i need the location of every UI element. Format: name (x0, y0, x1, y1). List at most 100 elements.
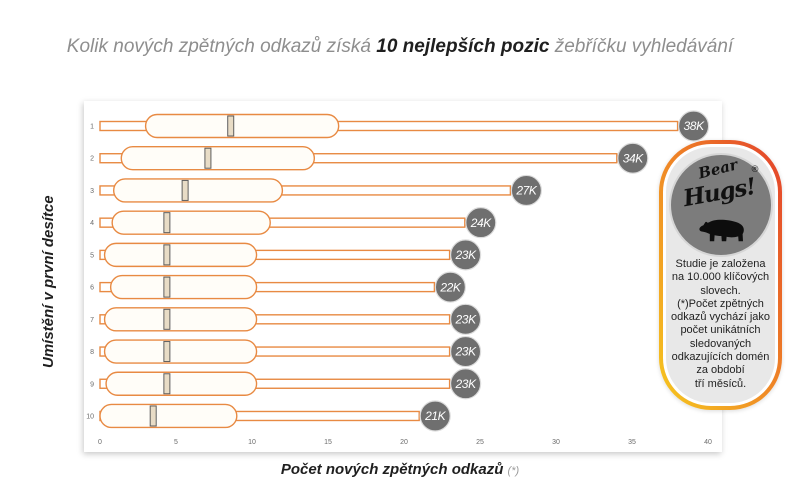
x-tick-label: 10 (248, 439, 256, 446)
y-tick-label: 5 (90, 252, 94, 259)
rank-9-row: 9 23K (90, 368, 482, 400)
study-note-text: Studie je založena na 10.000 klíčových s… (671, 258, 770, 391)
rank-2-value-badge (617, 142, 649, 174)
rank-5-median-marker (163, 244, 171, 266)
rank-7-bar (99, 314, 451, 325)
rank-4-bar (99, 217, 466, 228)
title-text-end: žebříčku vyhledávání (554, 36, 734, 57)
rank-5-bar (99, 249, 451, 261)
rank-2-median-marker (204, 147, 212, 169)
rank-7-range-pill (103, 307, 258, 332)
title-emphasis: 10 nejlepších pozic (376, 36, 550, 57)
note-line: Studie je založena (675, 258, 766, 270)
rank-8-range-pill (103, 339, 258, 364)
rank-10-value-label: 21K (424, 409, 447, 423)
rank-5-value-label: 23K (455, 248, 478, 262)
rank-6-value-badge (434, 271, 466, 303)
logo-text-hugs: Hugs! (680, 172, 757, 213)
y-tick-label: 6 (90, 285, 94, 292)
note-line: tří měsíců. (694, 377, 747, 390)
y-tick-label: 7 (90, 317, 94, 324)
x-axis-label-note: (*) (507, 465, 520, 477)
note-line: na 10.000 klíčových (671, 271, 770, 284)
note-line: počet unikátních (680, 324, 761, 337)
rank-10-median-marker (149, 405, 157, 427)
rank-6-median-marker (163, 276, 171, 298)
y-tick-label: 2 (90, 156, 94, 163)
rank-3-bar (99, 185, 512, 196)
chart-title: Kolik nových zpětných odkazů získá 10 ne… (0, 35, 800, 59)
y-tick-label: 3 (90, 188, 94, 195)
rank-3-range-pill (112, 178, 284, 203)
rank-10-value-badge (419, 400, 451, 432)
rank-9-median-marker (163, 373, 171, 395)
rank-6-range-pill (109, 274, 258, 300)
rank-3-value-label: 27K (515, 184, 538, 198)
rank-8-value-label: 23K (455, 345, 478, 359)
rank-2-range-pill (120, 146, 316, 171)
rank-4-row: 4 24K (90, 207, 497, 239)
y-tick-label: 4 (90, 220, 94, 227)
x-tick-label: 30 (552, 439, 560, 446)
y-axis-label: Umístění v první desítce (40, 195, 57, 369)
rank-9-value-label: 23K (455, 377, 478, 391)
rank-6-value-label: 22K (439, 280, 462, 294)
rank-3-value-badge (510, 174, 543, 207)
y-tick-label: 9 (90, 381, 94, 388)
rank-9-range-pill (105, 371, 258, 396)
x-tick-label: 15 (324, 439, 332, 446)
rank-7-value-label: 23K (455, 313, 478, 327)
rank-10-range-pill (99, 403, 238, 429)
rank-8-row: 8 23K (90, 335, 482, 368)
registered-mark: ® (750, 165, 760, 175)
rank-9-bar (99, 378, 451, 389)
rank-5-value-badge (450, 239, 482, 271)
x-axis-label-text: Počet nových zpětných odkazů (280, 461, 504, 478)
note-line: odkazujících domén (671, 351, 770, 364)
y-tick-label: 1 (90, 124, 94, 131)
callout-body: Bear Hugs! ® Studie je založena na 10.00… (663, 144, 778, 406)
x-axis-label: Počet nových zpětných odkazů (*) (0, 460, 800, 480)
rank-5-row: 5 23K (90, 239, 482, 271)
rank-4-range-pill (111, 210, 271, 235)
rank-4-value-badge (465, 207, 497, 239)
x-tick-label: 40 (704, 439, 712, 446)
bear-hugs-logo: Bear Hugs! ® (668, 153, 773, 257)
note-line: slovech. (700, 284, 741, 297)
y-tick-label: 10 (86, 413, 94, 420)
rank-4-value-label: 24K (470, 216, 493, 230)
note-line: odkazů vychází jako (670, 311, 771, 324)
rank-2-value-label: 34K (623, 151, 645, 165)
rank-10-row: 10 21K (86, 400, 451, 432)
rank-7-row: 7 23K (90, 303, 482, 335)
title-text: Kolik nových zpětných odkazů získá (66, 36, 371, 57)
rank-6-row: 6 22K (90, 271, 466, 303)
rank-1-median-marker (227, 115, 235, 137)
x-tick-label: 5 (174, 439, 178, 446)
rank-1-bar (99, 120, 679, 132)
y-tick-label: 8 (90, 349, 94, 356)
chart-rows: 1 38K 2 34K 3 27K 4 24K 5 23K 6 22K 7 23K 8 23K 9 23K 10 21… (86, 110, 710, 432)
rank-8-value-badge (450, 335, 482, 368)
note-line: (*)Počet zpětných (677, 297, 764, 310)
rank-3-median-marker (181, 179, 189, 201)
rank-9-value-badge (450, 368, 482, 400)
rank-2-bar (99, 153, 618, 164)
rank-8-median-marker (163, 341, 171, 363)
study-note-callout: Bear Hugs! ® Studie je založena na 10.00… (659, 140, 782, 410)
x-tick-label: 25 (476, 439, 484, 446)
rank-1-value-badge (677, 110, 710, 142)
rank-1-row: 1 38K (90, 110, 710, 142)
note-line: za období (696, 364, 745, 377)
bear-icon (698, 219, 744, 242)
note-line: sledovaných (689, 337, 752, 350)
x-tick-label: 0 (98, 439, 102, 446)
rank-1-value-label: 38K (684, 119, 706, 133)
rank-5-range-pill (103, 242, 258, 268)
x-tick-label: 20 (400, 439, 408, 446)
rank-7-value-badge (450, 303, 482, 335)
rank-8-bar (99, 346, 451, 357)
